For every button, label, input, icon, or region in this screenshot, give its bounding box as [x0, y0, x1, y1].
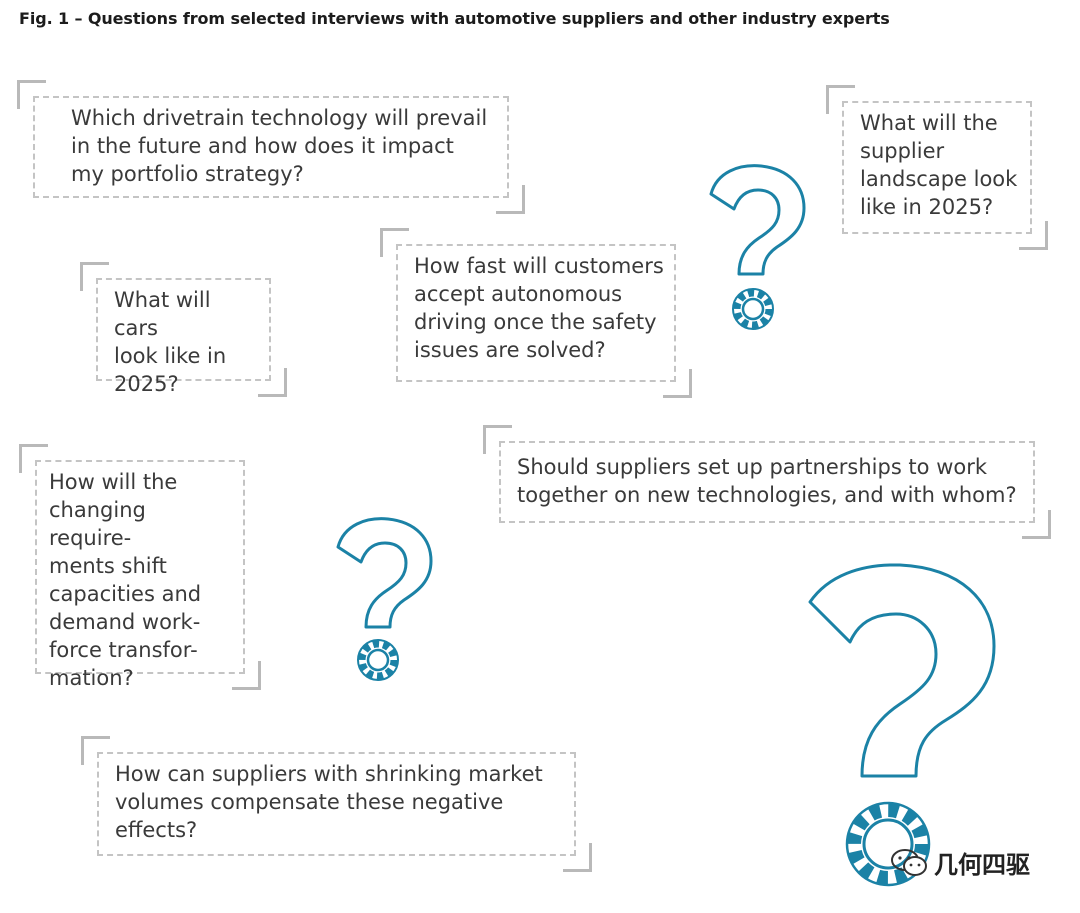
question-card-partnerships: Should suppliers set up partnerships to …	[483, 425, 1051, 539]
wechat-icon	[891, 848, 927, 876]
question-text: How will the changing require- ments shi…	[49, 470, 202, 690]
bracket-top-left	[826, 85, 855, 114]
dashed-frame	[33, 96, 509, 198]
question-text: How can suppliers with shrinking market …	[115, 762, 543, 842]
bracket-top-left	[483, 425, 512, 454]
question-text: Should suppliers set up partnerships to …	[517, 455, 1017, 507]
question-card-autonomous-driving: How fast will customers accept autonomou…	[380, 228, 692, 398]
bracket-top-left	[17, 80, 46, 109]
question-card-cars-2025: What will cars look like in 2025?	[80, 262, 287, 397]
question-card-drivetrain: Which drivetrain technology will prevail…	[17, 80, 525, 214]
bracket-bottom-right	[1022, 510, 1051, 539]
bracket-bottom-right	[1019, 221, 1048, 250]
bracket-bottom-right	[496, 185, 525, 214]
dashed-frame	[396, 244, 676, 382]
question-mark-icon	[808, 563, 996, 887]
question-text: How fast will customers accept autonomou…	[414, 254, 664, 362]
question-mark-icon	[709, 164, 806, 330]
dashed-frame	[35, 460, 245, 674]
watermark-text: 几何四驱	[934, 851, 1030, 879]
question-text: What will the supplier landscape look li…	[860, 111, 1018, 219]
question-text: What will cars look like in 2025?	[114, 288, 227, 396]
bracket-top-left	[81, 736, 110, 765]
bracket-bottom-right	[232, 661, 261, 690]
watermark: 几何四驱	[890, 845, 1030, 880]
bracket-bottom-right	[258, 368, 287, 397]
bracket-top-left	[80, 262, 109, 291]
dashed-frame	[499, 441, 1035, 523]
gear-icon	[732, 288, 774, 330]
gear-icon	[357, 639, 399, 681]
gear-icon	[845, 801, 931, 887]
question-card-supplier-landscape: What will the supplier landscape look li…	[826, 85, 1048, 250]
dashed-frame	[97, 752, 576, 856]
dashed-frame	[96, 278, 271, 381]
dashed-frame	[842, 101, 1032, 234]
question-card-capacities: How will the changing require- ments shi…	[19, 444, 261, 690]
question-card-shrinking-volumes: How can suppliers with shrinking market …	[81, 736, 592, 872]
bracket-bottom-right	[663, 369, 692, 398]
bracket-top-left	[380, 228, 409, 257]
bracket-top-left	[19, 444, 48, 473]
bracket-bottom-right	[563, 843, 592, 872]
question-mark-icon	[336, 517, 433, 681]
question-text: Which drivetrain technology will prevail…	[71, 106, 488, 186]
figure-title: Fig. 1 – Questions from selected intervi…	[19, 9, 890, 28]
